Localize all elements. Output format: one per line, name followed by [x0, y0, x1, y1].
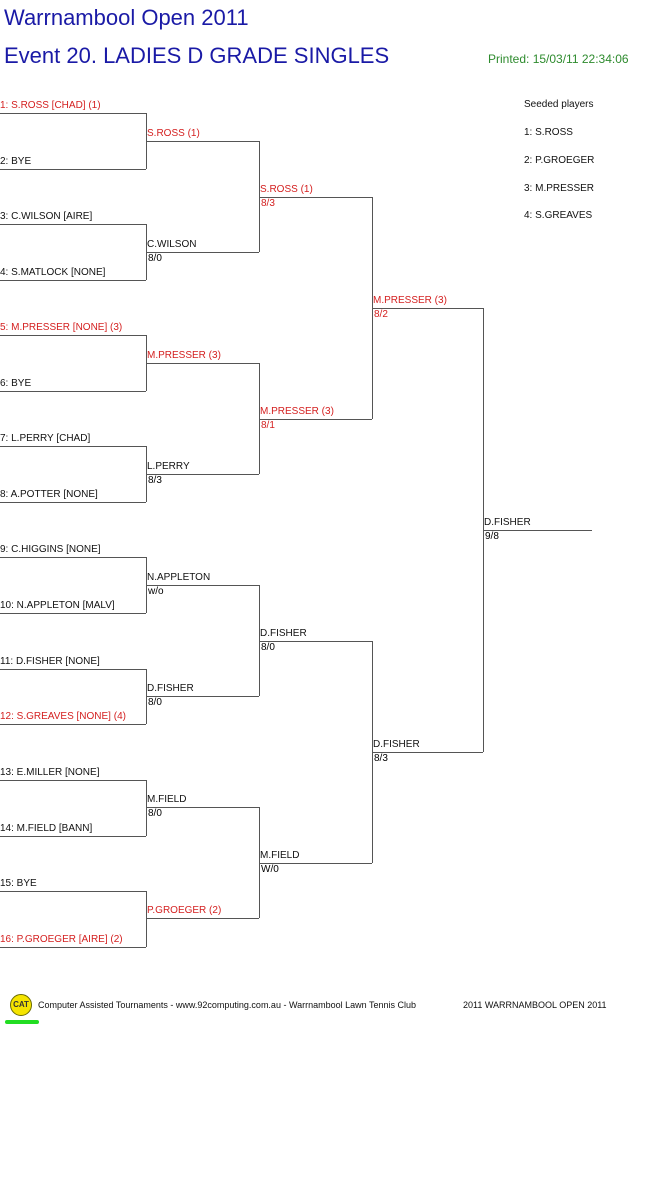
bracket-line — [146, 474, 259, 475]
bracket-line — [0, 669, 146, 670]
semifinal-winner: M.PRESSER (3) — [373, 295, 447, 306]
match-score: W/0 — [261, 864, 279, 875]
draw-entry: 5: M.PRESSER [NONE] (3) — [0, 322, 123, 333]
match-score: 8/0 — [148, 253, 162, 264]
bracket-line — [146, 696, 259, 697]
draw-entry: 11: D.FISHER [NONE] — [0, 656, 100, 667]
draw-entry: 2: BYE — [0, 156, 32, 167]
round3-winner: D.FISHER — [260, 628, 307, 639]
draw-entry: 8: A.POTTER [NONE] — [0, 489, 98, 500]
round2-winner: P.GROEGER (2) — [147, 905, 222, 916]
bracket-line — [0, 836, 146, 837]
bracket-line — [259, 641, 372, 642]
bracket-line — [146, 918, 259, 919]
match-score: 8/3 — [148, 475, 162, 486]
footer-credit: Computer Assisted Tournaments - www.92co… — [38, 1000, 417, 1010]
round3-winner: M.FIELD — [260, 850, 300, 861]
round3-winner: S.ROSS (1) — [260, 184, 313, 195]
draw-entry: 10: N.APPLETON [MALV] — [0, 600, 115, 611]
draw-entry: 4: S.MATLOCK [NONE] — [0, 267, 106, 278]
tournament-title: Warrnambool Open 2011 — [4, 5, 249, 30]
bracket-line — [146, 363, 259, 364]
round2-winner: L.PERRY — [147, 461, 190, 472]
bracket-line — [0, 224, 146, 225]
match-score: 8/2 — [374, 309, 388, 320]
bracket-connector — [259, 585, 260, 696]
bracket-line — [146, 585, 259, 586]
seed-item: 3: M.PRESSER — [524, 183, 595, 194]
draw-entry: 6: BYE — [0, 378, 32, 389]
bracket-line — [0, 113, 146, 114]
seeded-players-heading: Seeded players — [524, 99, 594, 110]
cat-logo-underline — [5, 1020, 39, 1024]
draw-entry: 15: BYE — [0, 878, 37, 889]
semifinal-winner: D.FISHER — [373, 739, 420, 750]
bracket-connector — [146, 780, 147, 836]
draw-entry: 7: L.PERRY [CHAD] — [0, 433, 91, 444]
draw-entry: 1: S.ROSS [CHAD] (1) — [0, 100, 101, 111]
seed-item: 1: S.ROSS — [524, 127, 573, 138]
bracket-line — [0, 446, 146, 447]
bracket-line — [0, 169, 146, 170]
bracket-line — [0, 613, 146, 614]
draw-entry: 14: M.FIELD [BANN] — [0, 823, 93, 834]
bracket-line — [146, 252, 259, 253]
bracket-connector — [146, 891, 147, 947]
event-name: Event 20. LADIES D GRADE SINGLES — [4, 43, 390, 68]
bracket-line — [259, 197, 372, 198]
draw-entry: 16: P.GROEGER [AIRE] (2) — [0, 934, 123, 945]
bracket-line — [483, 530, 592, 531]
bracket-line — [0, 891, 146, 892]
round2-winner: N.APPLETON — [147, 572, 211, 583]
bracket-line — [146, 807, 259, 808]
bracket-line — [259, 419, 372, 420]
bracket-connector — [259, 141, 260, 252]
match-score: 8/3 — [261, 198, 275, 209]
bracket-line — [0, 557, 146, 558]
bracket-line — [372, 308, 483, 309]
bracket-line — [0, 391, 146, 392]
round2-winner: M.PRESSER (3) — [147, 350, 221, 361]
bracket-connector — [259, 807, 260, 918]
match-score: 8/0 — [148, 697, 162, 708]
bracket-line — [0, 280, 146, 281]
champion: D.FISHER — [484, 517, 531, 528]
match-score: 8/1 — [261, 420, 275, 431]
match-score: 8/3 — [374, 753, 388, 764]
match-score: 8/0 — [148, 808, 162, 819]
draw-entry: 9: C.HIGGINS [NONE] — [0, 544, 101, 555]
round2-winner: S.ROSS (1) — [147, 128, 200, 139]
seed-item: 4: S.GREAVES — [524, 210, 593, 221]
round3-winner: M.PRESSER (3) — [260, 406, 334, 417]
match-score: 8/0 — [261, 642, 275, 653]
bracket-line — [0, 947, 146, 948]
round2-winner: C.WILSON — [147, 239, 197, 250]
cat-logo-icon: CAT — [10, 994, 32, 1016]
footer-event: 2011 WARRNAMBOOL OPEN 2011 — [463, 1000, 607, 1010]
bracket-line — [0, 724, 146, 725]
printed-timestamp: Printed: 15/03/11 22:34:06 — [488, 52, 629, 66]
draw-entry: 12: S.GREAVES [NONE] (4) — [0, 711, 126, 722]
seed-item: 2: P.GROEGER — [524, 155, 595, 166]
bracket-line — [372, 752, 483, 753]
round2-winner: M.FIELD — [147, 794, 187, 805]
draw-entry: 13: E.MILLER [NONE] — [0, 767, 100, 778]
bracket-line — [146, 141, 259, 142]
bracket-line — [259, 863, 372, 864]
bracket-line — [0, 502, 146, 503]
draw-entry: 3: C.WILSON [AIRE] — [0, 211, 93, 222]
match-score: w/o — [148, 586, 164, 597]
bracket-line — [0, 780, 146, 781]
match-score: 9/8 — [485, 531, 499, 542]
bracket-connector — [259, 363, 260, 474]
round2-winner: D.FISHER — [147, 683, 194, 694]
bracket-line — [0, 335, 146, 336]
